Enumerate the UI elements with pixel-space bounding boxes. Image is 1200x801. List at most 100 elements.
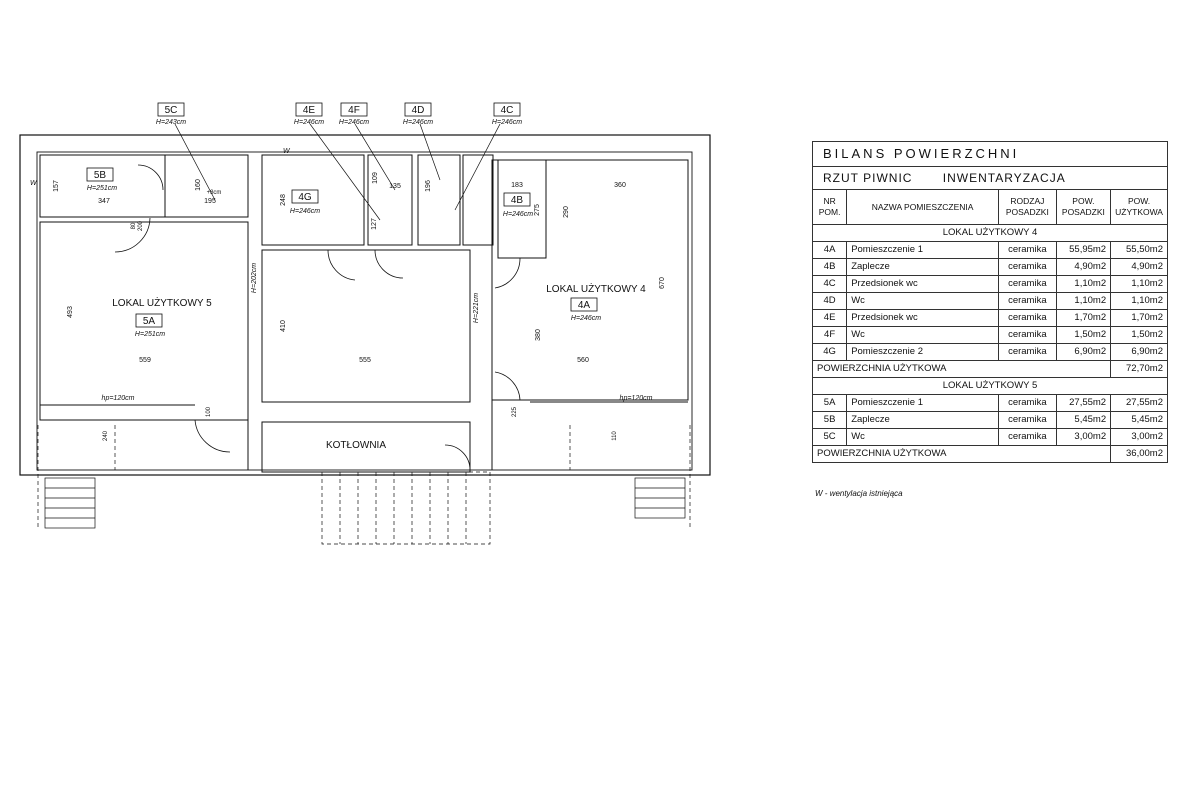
- dim-240: 240: [103, 430, 109, 441]
- door-swings: [114, 164, 521, 471]
- room-name: Przedsionek wc: [846, 309, 1000, 327]
- room-name: Pomieszczenie 2: [846, 343, 1000, 361]
- floor-area: 1,10m2: [1055, 292, 1112, 310]
- label-lokal-5: LOKAL UŻYTKOWY 5: [112, 296, 212, 309]
- total-lokal-4: 72,70m2: [1110, 360, 1168, 378]
- usable-area: 5,45m2: [1110, 411, 1168, 429]
- room-number: 4E: [811, 309, 848, 327]
- header-name: NAZWA POMIESZCZENIA: [846, 189, 1000, 225]
- dim-183: 183: [511, 182, 523, 189]
- floor-type: ceramika: [998, 326, 1057, 344]
- tag-4e: 4E: [303, 105, 316, 116]
- room-name: Zaplecze: [846, 411, 1000, 429]
- usable-area: 6,90m2: [1110, 343, 1168, 361]
- floor-area: 4,90m2: [1055, 258, 1112, 276]
- ventilation-note: W - wentylacja istniejąca: [815, 489, 903, 498]
- subtitle-rzut: RZUT PIWNIC: [823, 171, 913, 185]
- dim-410: 410: [280, 320, 287, 332]
- dim-109: 109: [372, 172, 379, 184]
- table-subtitle: RZUT PIWNIC INWENTARYZACJA: [812, 166, 1168, 190]
- usable-area: 1,50m2: [1110, 326, 1168, 344]
- dim-door-225: 225: [512, 406, 518, 417]
- dim-110: 110: [612, 431, 618, 441]
- dim-127: 127: [371, 218, 378, 230]
- floor-type: ceramika: [998, 241, 1057, 259]
- floor-type: ceramika: [998, 411, 1057, 429]
- label-kotlownia: KOTŁOWNIA: [326, 440, 386, 451]
- floor-type: ceramika: [998, 275, 1057, 293]
- dim-360: 360: [614, 182, 626, 189]
- tag-5b-height: H=251cm: [87, 185, 117, 192]
- room-number: 4B: [811, 258, 848, 276]
- tag-5b: 5B: [94, 170, 107, 181]
- label-h202: H=202cm: [251, 263, 258, 293]
- stairs: [37, 425, 691, 545]
- floor-area: 1,70m2: [1055, 309, 1112, 327]
- tag-4a: 4A: [578, 300, 591, 311]
- dim-196: 196: [425, 180, 432, 192]
- floor-area: 1,50m2: [1055, 326, 1112, 344]
- room-number: 5A: [811, 394, 848, 412]
- section-lokal-4: LOKAL UŻYTKOWY 4: [812, 224, 1168, 242]
- tag-4b-height: H=246cm: [503, 211, 533, 218]
- tag-4d-height: H=246cm: [403, 119, 433, 126]
- total-lokal-5: 36,00m2: [1110, 445, 1168, 463]
- header-nr: NR POM.: [811, 189, 848, 225]
- dim-135: 135: [389, 183, 401, 190]
- dim-275: 275: [534, 204, 541, 216]
- header-pow-uzytkowa: POW. UŻYTKOWA: [1110, 189, 1168, 225]
- floor-area: 55,95m2: [1055, 241, 1112, 259]
- label-hp-right: hp=120cm: [620, 395, 653, 402]
- room-name: Pomieszczenie 1: [846, 394, 1000, 412]
- tag-4f: 4F: [348, 105, 360, 116]
- room-name: Wc: [846, 326, 1000, 344]
- room-number: 4F: [811, 326, 848, 344]
- total-label-lokal-5: POWIERZCHNIA UŻYTKOWA: [811, 445, 1112, 463]
- floor-type: ceramika: [998, 258, 1057, 276]
- tag-4c: 4C: [501, 105, 514, 116]
- tag-4a-height: H=246cm: [571, 315, 601, 322]
- room-name: Zaplecze: [846, 258, 1000, 276]
- floor-area: 27,55m2: [1055, 394, 1112, 412]
- room-name: Przedsionek wc: [846, 275, 1000, 293]
- room-number: 5C: [811, 428, 848, 446]
- tag-leaders: [174, 123, 501, 221]
- vent-marker-1: W: [283, 148, 291, 155]
- dim-670: 670: [659, 277, 666, 289]
- room-name: Wc: [846, 428, 1000, 446]
- tag-4b: 4B: [511, 195, 524, 206]
- dim-380: 380: [535, 329, 542, 341]
- room-name: Pomieszczenie 1: [846, 241, 1000, 259]
- header-floor: RODZAJ POSADZKI: [998, 189, 1057, 225]
- floor-area: 3,00m2: [1055, 428, 1112, 446]
- room-number: 4C: [811, 275, 848, 293]
- dim-157: 157: [53, 180, 60, 192]
- dim-door-80-a: 80: [131, 222, 137, 229]
- floor-area: 1,10m2: [1055, 275, 1112, 293]
- usable-area: 27,55m2: [1110, 394, 1168, 412]
- label-lokal-4: LOKAL UŻYTKOWY 4: [546, 282, 646, 295]
- tag-5c: 5C: [165, 105, 178, 116]
- header-pow-posadzki: POW. POSADZKI: [1055, 189, 1112, 225]
- room-number: 4D: [811, 292, 848, 310]
- usable-area: 3,00m2: [1110, 428, 1168, 446]
- dim-160: 160: [195, 179, 202, 191]
- tag-4c-height: H=246cm: [492, 119, 522, 126]
- floor-type: ceramika: [998, 292, 1057, 310]
- interior-walls: [39, 154, 689, 473]
- floor-type: ceramika: [998, 343, 1057, 361]
- tag-5a-height: H=251cm: [135, 331, 165, 338]
- dim-559: 559: [139, 357, 151, 364]
- floor-area: 6,90m2: [1055, 343, 1112, 361]
- usable-area: 1,10m2: [1110, 275, 1168, 293]
- dim-555: 555: [359, 357, 371, 364]
- floor-type: ceramika: [998, 309, 1057, 327]
- tag-5a: 5A: [143, 316, 156, 327]
- usable-area: 1,70m2: [1110, 309, 1168, 327]
